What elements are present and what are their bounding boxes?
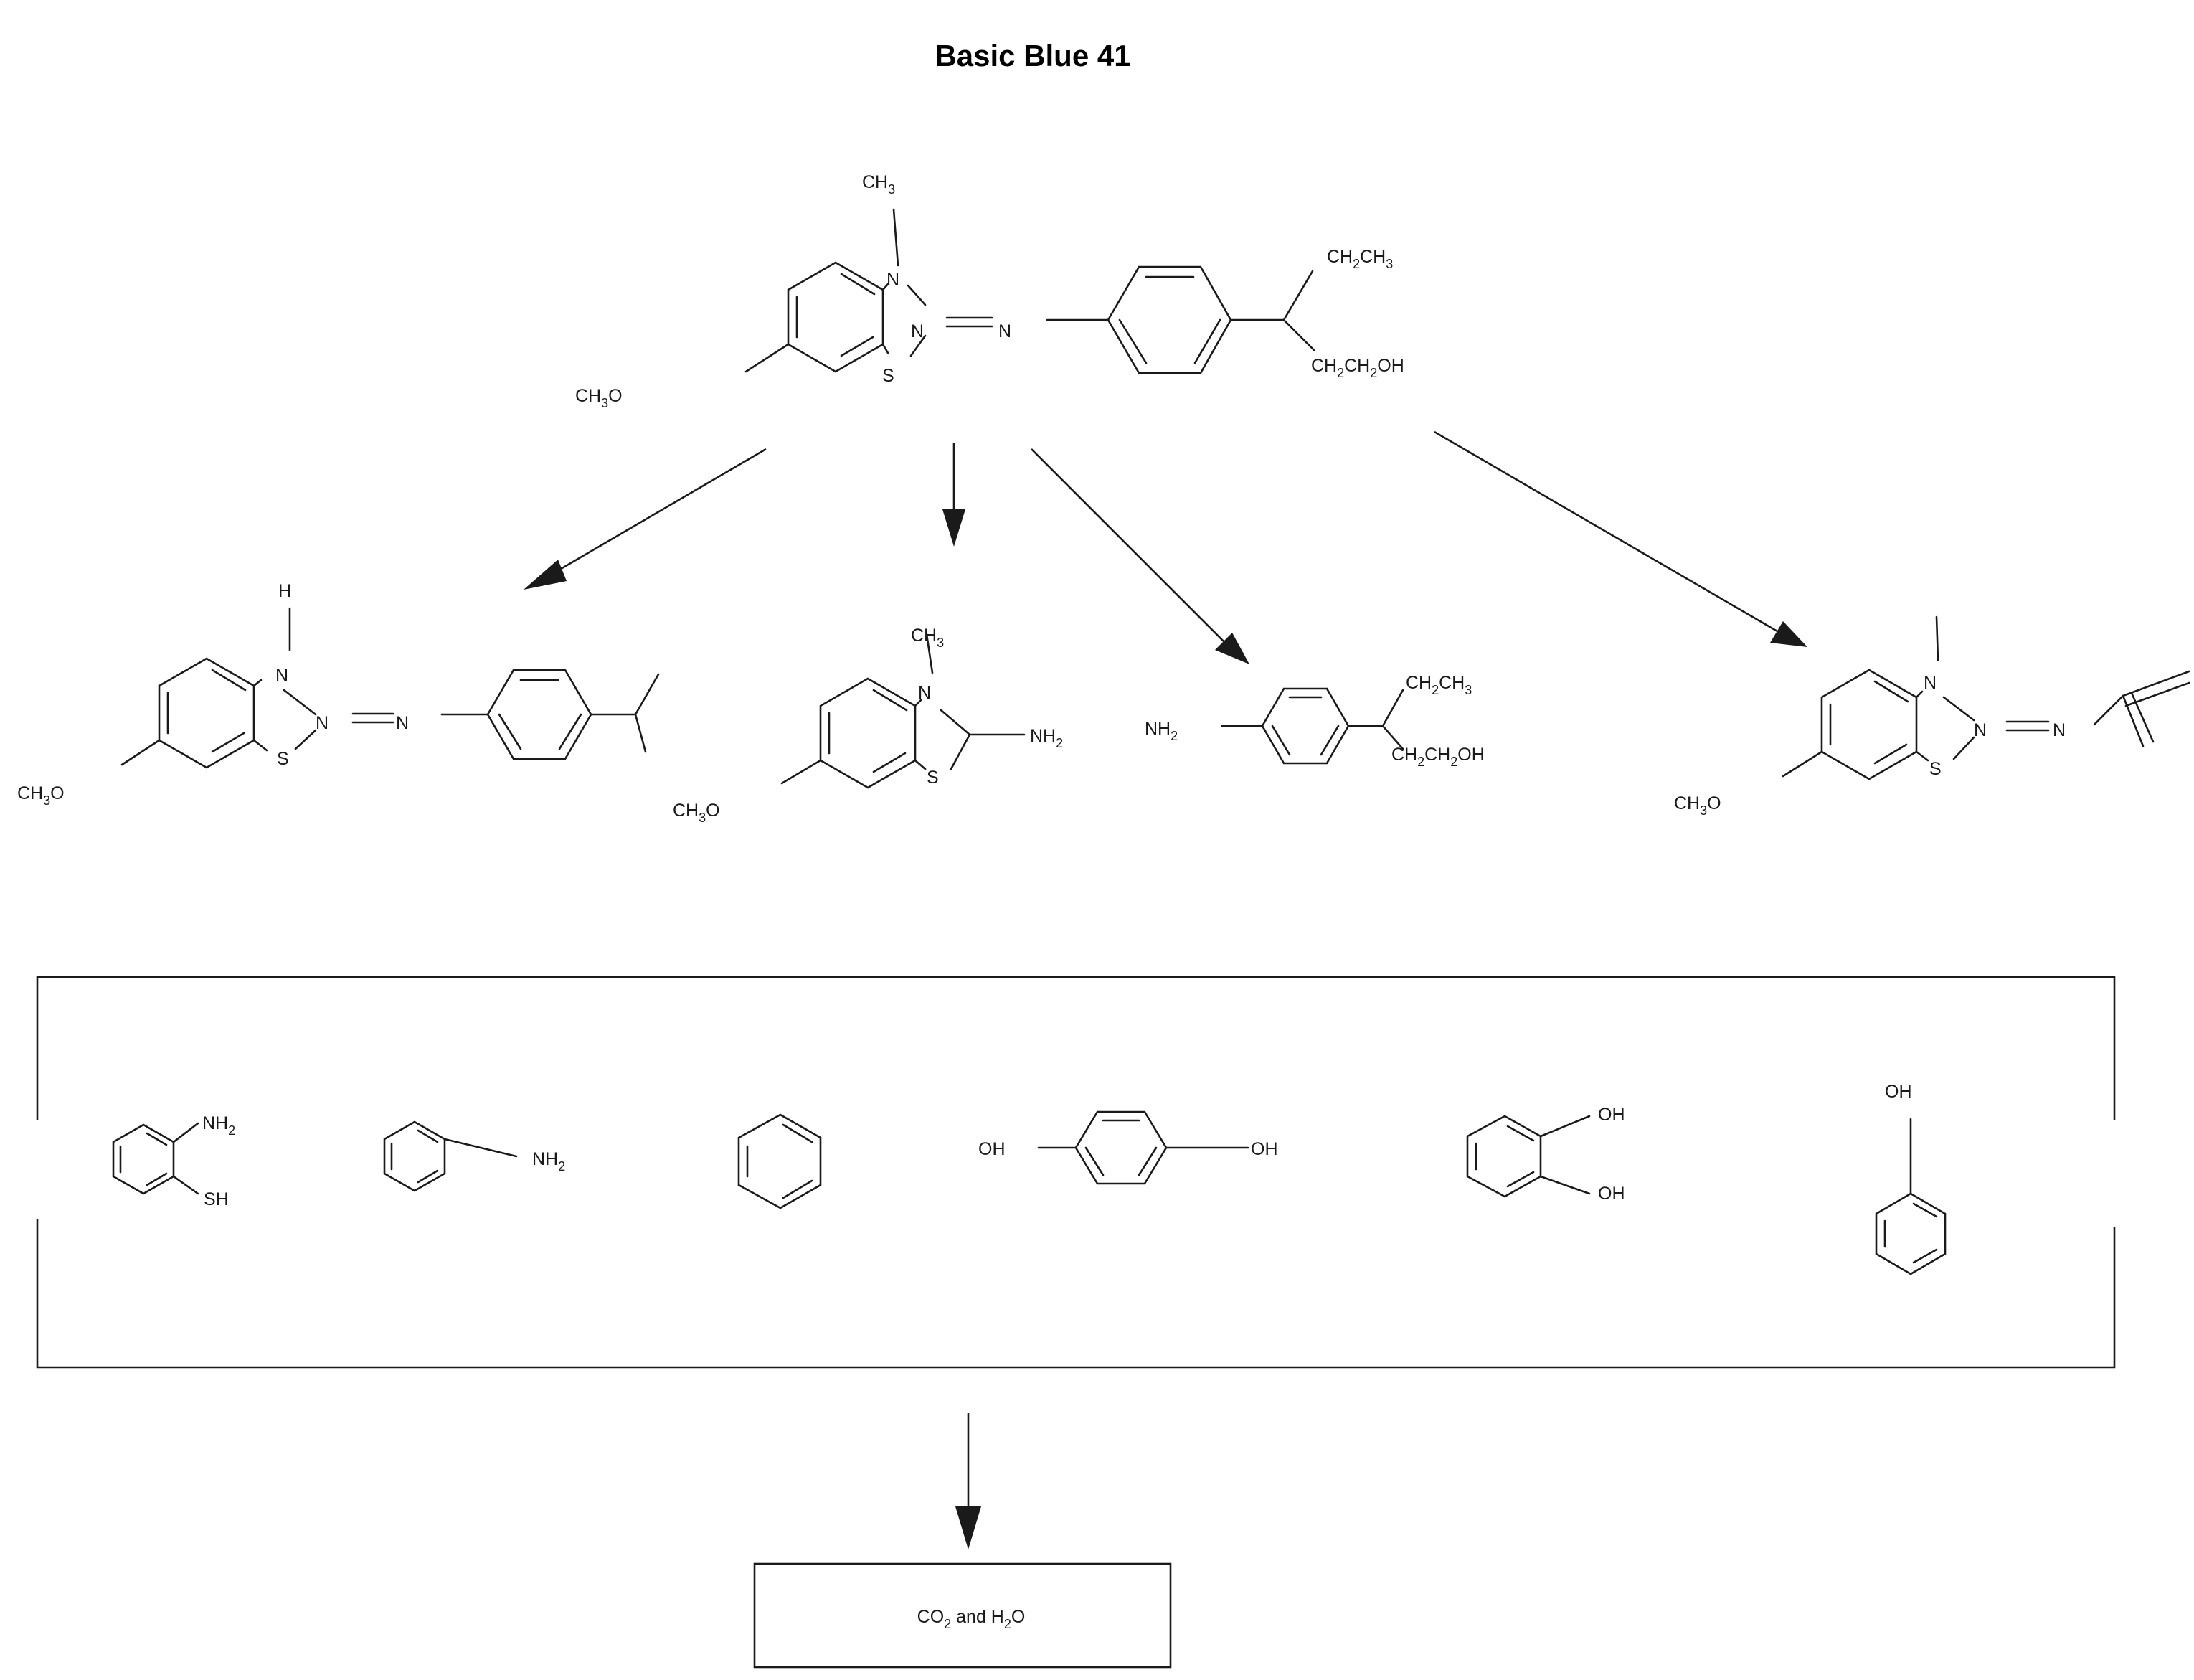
svg-text:H: H (278, 581, 291, 601)
parent-n2-label: N (911, 321, 924, 341)
intermediate-hydroquinone: OH OH (978, 1110, 1278, 1185)
scheme-title: Basic Blue 41 (935, 39, 1130, 72)
parent-ch2ch2oh-label: CH2CH2OH (1311, 356, 1404, 380)
svg-text:SH: SH (204, 1189, 229, 1209)
parent-benzene-ring (787, 261, 884, 373)
final-products-label: CO2 and H2O (917, 1607, 1026, 1631)
pathway-arrows (524, 430, 1807, 664)
product-2: CH3 N S NH2 CH3O (673, 626, 1063, 825)
svg-text:S: S (277, 749, 289, 769)
svg-text:NH2: NH2 (1030, 726, 1063, 750)
parent-s-label: S (882, 366, 894, 386)
svg-text:CH3: CH3 (911, 626, 944, 650)
svg-text:CH2CH2OH: CH2CH2OH (1391, 745, 1485, 769)
intermediate-aniline: NH2 (383, 1120, 565, 1192)
svg-text:CH3O: CH3O (1674, 793, 1721, 818)
arrow-to-product-1 (552, 448, 767, 575)
svg-text:N: N (918, 683, 931, 703)
svg-text:OH: OH (1598, 1184, 1625, 1204)
svg-text:NH2: NH2 (202, 1113, 235, 1138)
svg-text:S: S (927, 768, 939, 788)
intermediate-catechol: OH OH (1466, 1105, 1625, 1204)
svg-text:N: N (316, 713, 328, 733)
final-arrow (955, 1413, 981, 1549)
svg-text:N: N (396, 713, 409, 733)
arrow-head-1 (524, 560, 567, 590)
intermediate-aminothiophenol: NH2 SH (112, 1113, 235, 1209)
intermediate-phenol: OH (1875, 1082, 1947, 1275)
arrow-head-3 (1215, 633, 1249, 664)
svg-text:S: S (1929, 759, 1942, 779)
product-1: H N N N S CH3O (17, 581, 660, 808)
intermediates-box (36, 976, 2116, 1369)
svg-text:NH2: NH2 (532, 1149, 565, 1174)
intermediate-benzene (737, 1113, 822, 1209)
parent-n1-label: N (886, 270, 899, 290)
parent-n3-label: N (998, 321, 1011, 341)
final-products-box (753, 1562, 1172, 1669)
arrow-to-product-3 (1031, 448, 1226, 643)
parent-phenyl-ring (1107, 265, 1232, 374)
parent-ch3-label: CH3 (862, 172, 895, 197)
svg-text:CH3O: CH3O (673, 801, 720, 825)
product-3: NH2 CH2CH3 CH2CH2OH (1145, 673, 1485, 769)
parent-ch2ch3-label: CH2CH3 (1327, 247, 1393, 271)
svg-text:OH: OH (1885, 1082, 1912, 1102)
svg-text:N: N (2053, 720, 2066, 740)
svg-text:CH2CH3: CH2CH3 (1406, 673, 1472, 697)
svg-text:N: N (275, 666, 288, 686)
arrow-to-product-4 (1434, 430, 1778, 633)
arrow-head-2 (942, 509, 965, 547)
parent-ch3o-label: CH3O (575, 386, 623, 410)
svg-text:NH2: NH2 (1145, 719, 1178, 743)
product-4: N N N S CH3O (1674, 615, 2190, 818)
svg-text:OH: OH (978, 1139, 1006, 1159)
svg-text:OH: OH (1598, 1105, 1625, 1125)
svg-text:OH: OH (1251, 1139, 1278, 1159)
svg-text:N: N (1924, 673, 1937, 693)
parent-molecule: CH3 N N N S CH3O CH2CH3 CH2CH2OH (575, 172, 1404, 410)
svg-text:N: N (1974, 720, 1987, 740)
arrow-head-4 (1770, 621, 1807, 647)
svg-text:CH3O: CH3O (17, 783, 65, 808)
